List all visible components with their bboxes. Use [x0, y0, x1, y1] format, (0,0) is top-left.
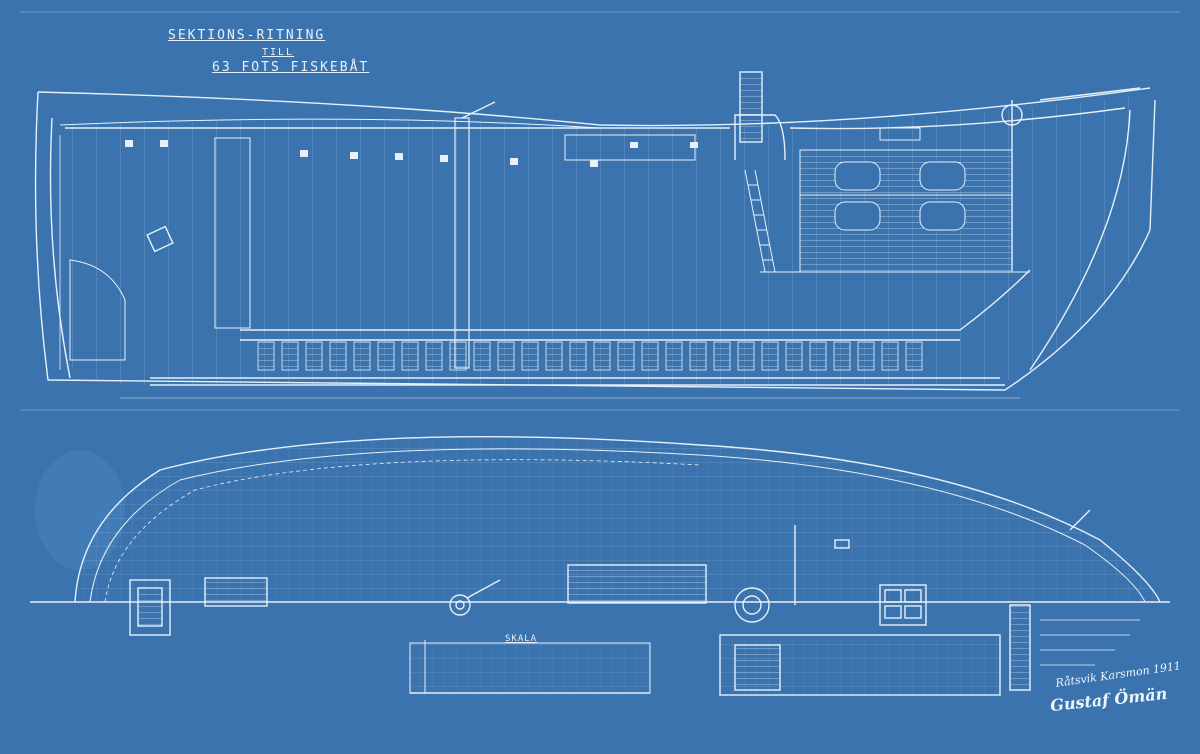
scale-label: SKALA [505, 634, 538, 644]
ladder [744, 169, 776, 273]
deck-plan-view [30, 435, 1170, 696]
scale-bar [409, 640, 651, 694]
floor-timbers [257, 341, 923, 371]
drawing-title: SEKTIONS-RITNING [168, 28, 326, 43]
drawing-title-connector: TILL [262, 47, 295, 58]
deck-beams [125, 140, 698, 167]
drawing-subtitle: 63 FOTS FISKEBÅT [212, 60, 370, 75]
cabin-bunks [760, 127, 1030, 273]
section-view [20, 11, 1180, 411]
